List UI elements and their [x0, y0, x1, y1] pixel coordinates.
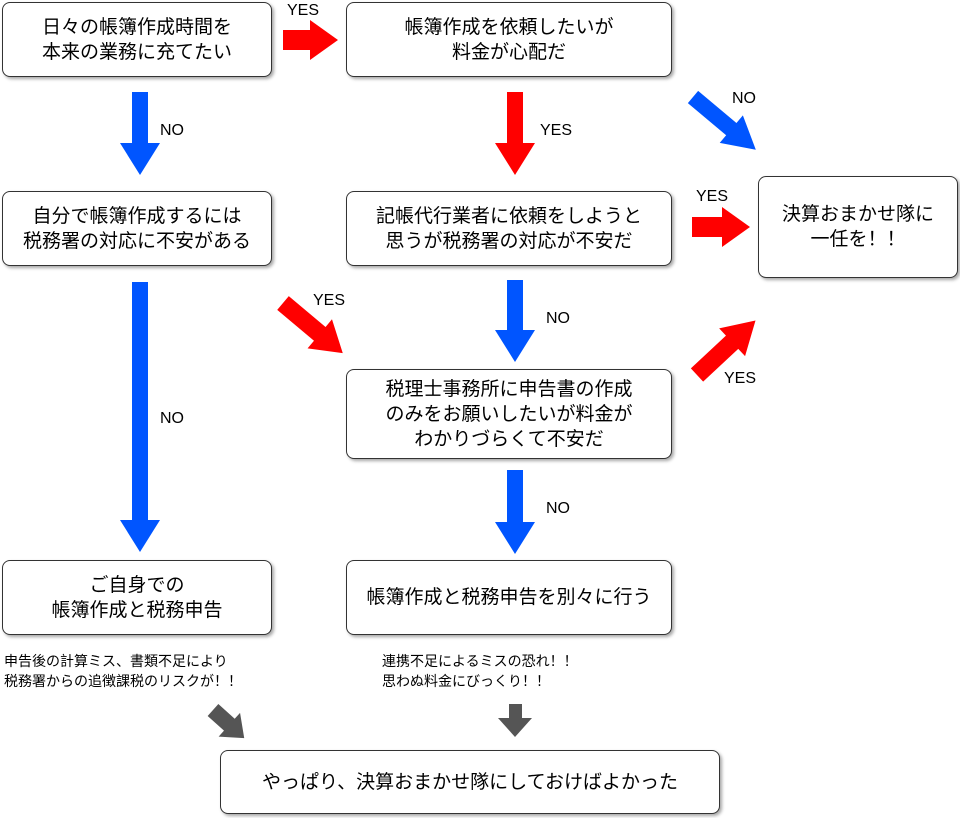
box-do-it-yourself: ご自身での 帳簿作成と税務申告	[2, 560, 272, 635]
box-worried-about-fee: 帳簿作成を依頼したいが 料金が心配だ	[346, 2, 672, 77]
yes-arrow-b6-b5	[690, 320, 756, 382]
result-arrow-left	[207, 704, 245, 739]
box-text-line: 料金が心配だ	[451, 40, 566, 63]
note-right-risk: 連携不足によるミスの恐れ！！ 思わぬ料金にびっくり！！	[382, 652, 578, 692]
box-text-line: 帳簿作成と税務申告	[51, 598, 223, 621]
label-no-b4-b6: NO	[546, 310, 570, 327]
box-text-line: 思うが税務署の対応が不安だ	[385, 229, 633, 252]
no-arrow-b3-b7	[120, 282, 160, 552]
box-text-line: のみをお願いしたいが料金が	[385, 402, 633, 425]
box-text-line: 自分で帳簿作成するには	[32, 204, 242, 227]
no-arrow-b4-b6	[495, 280, 535, 362]
box-text-line: 一任を！！	[810, 228, 906, 250]
note-line: 申告後の計算ミス、書類不足により	[4, 654, 228, 670]
yes-arrow-b2-b4	[495, 92, 535, 175]
box-self-bookkeeping-worry: 自分で帳簿作成するには 税務署の対応に不安がある	[2, 191, 272, 266]
label-no-b3-b7: NO	[160, 410, 184, 427]
note-left-risk: 申告後の計算ミス、書類不足により 税務署からの追徴課税のリスクが！！	[4, 652, 242, 692]
box-reallocate-time: 日々の帳簿作成時間を 本来の業務に充てたい	[2, 2, 272, 77]
box-text-line: 税理士事務所に申告書の作成	[385, 377, 633, 400]
label-yes-b6-b5: YES	[724, 370, 757, 387]
label-yes-b3-b6: YES	[313, 292, 346, 309]
box-text-line: 記帳代行業者に依頼をしようと	[375, 204, 642, 227]
label-yes-b1-b2: YES	[287, 2, 320, 19]
label-yes-b4-b5: YES	[696, 188, 729, 205]
result-arrow-right	[498, 704, 532, 737]
box-conclusion: やっぱり、決算おまかせ隊にしておけばよかった	[220, 750, 720, 814]
box-text-line: 日々の帳簿作成時間を	[41, 15, 232, 38]
label-yes-b2-b4: YES	[540, 122, 573, 139]
note-line: 税務署からの追徴課税のリスクが！！	[4, 674, 242, 690]
no-arrow-b2-b5	[687, 90, 756, 150]
box-text-line: やっぱり、決算おまかせ隊にしておけばよかった	[261, 770, 679, 793]
no-arrow-b1-b3	[120, 92, 160, 175]
yes-arrow-b4-b5	[692, 207, 750, 247]
label-no-b1-b3: NO	[160, 122, 184, 139]
label-no-b2-b5: NO	[732, 90, 756, 107]
box-text-line: わかりづらくて不安だ	[414, 427, 604, 450]
box-separate-services: 帳簿作成と税務申告を別々に行う	[346, 560, 672, 635]
box-text-line: 決算おまかせ隊に	[781, 203, 934, 225]
box-text-line: ご自身での	[89, 573, 185, 596]
yes-arrow-b3-b6	[277, 296, 343, 354]
no-arrow-b6-b8	[495, 470, 535, 554]
box-leave-to-kessan-omakase: 決算おまかせ隊に 一任を！！	[758, 176, 958, 278]
box-text-line: 帳簿作成と税務申告を別々に行う	[366, 586, 652, 608]
note-line: 連携不足によるミスの恐れ！！	[382, 654, 578, 670]
box-text-line: 税務署の対応に不安がある	[22, 229, 251, 252]
box-text-line: 帳簿作成を依頼したいが	[404, 15, 614, 38]
label-no-b6-b8: NO	[546, 500, 570, 517]
box-text-line: 本来の業務に充てたい	[41, 40, 232, 63]
note-line: 思わぬ料金にびっくり！！	[382, 674, 550, 690]
box-bookkeeping-agent-worry: 記帳代行業者に依頼をしようと 思うが税務署の対応が不安だ	[346, 191, 672, 266]
box-tax-accountant-worry: 税理士事務所に申告書の作成 のみをお願いしたいが料金が わかりづらくて不安だ	[346, 369, 672, 459]
yes-arrow-b1-b2	[283, 20, 338, 60]
